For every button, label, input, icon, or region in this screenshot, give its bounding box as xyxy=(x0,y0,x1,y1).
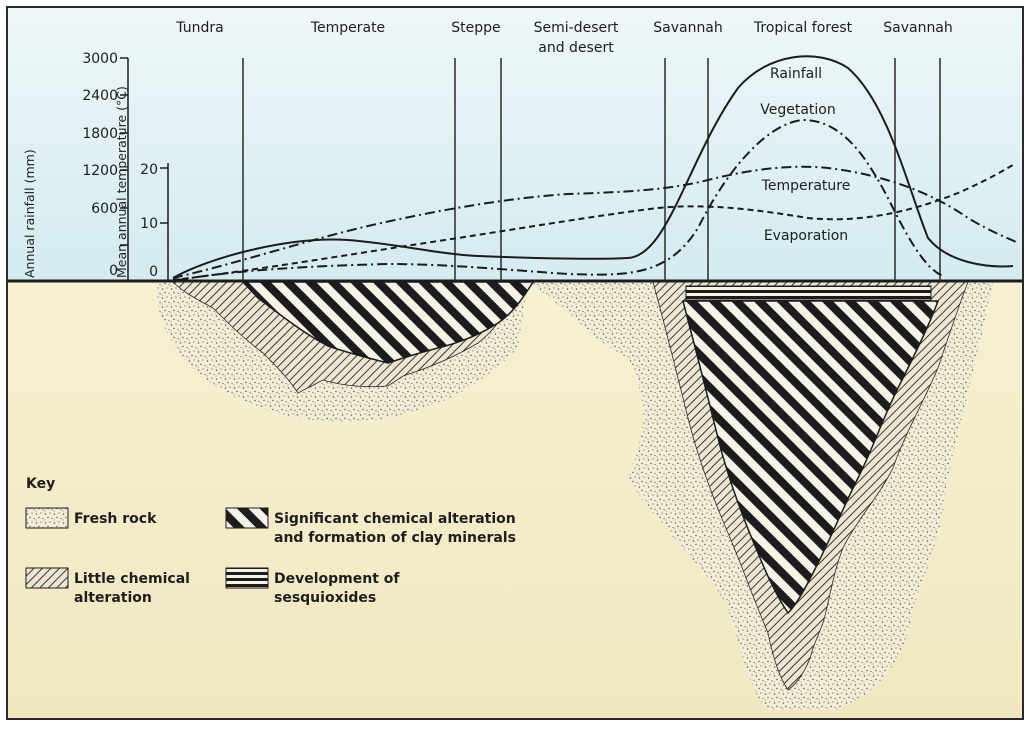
zone-label-tropical-forest: Tropical forest xyxy=(753,20,853,36)
evaporation-curve xyxy=(172,162,1017,281)
temperature-curve-label: Temperature xyxy=(761,178,851,194)
zone-label-steppe: Steppe xyxy=(451,20,500,36)
zone-labels: Tundra Temperate Steppe Semi-desert and … xyxy=(175,20,952,56)
zone-label-savannah-right: Savannah xyxy=(883,20,953,36)
sesquioxides-label-line2: sesquioxides xyxy=(274,590,376,606)
rainfall-tick: 2400 xyxy=(82,88,118,104)
rainfall-tick: 600 xyxy=(91,201,118,217)
sesquioxides-swatch xyxy=(225,567,269,589)
little-alteration-swatch xyxy=(25,567,69,589)
key-title: Key xyxy=(26,476,55,492)
little-alteration-label-line2: alteration xyxy=(74,590,152,606)
vegetation-curve xyxy=(177,118,944,281)
rainfall-axis xyxy=(120,57,129,281)
zone-boundaries xyxy=(242,58,941,281)
sky-background xyxy=(8,8,1022,280)
temperature-curve xyxy=(172,165,1017,279)
zone-label-temperate: Temperate xyxy=(310,20,385,36)
rainfall-tick: 3000 xyxy=(82,51,118,67)
rainfall-tick: 1800 xyxy=(82,126,118,142)
sesquioxides-layer xyxy=(685,285,932,301)
temperature-tick: 0 xyxy=(149,264,158,280)
sesquioxides-label-line1: Development of xyxy=(274,571,400,587)
fresh-rock-label: Fresh rock xyxy=(74,511,157,527)
diagram-frame: Tundra Temperate Steppe Semi-desert and … xyxy=(6,6,1024,720)
rainfall-tick: 0 xyxy=(109,263,118,279)
evaporation-curve-label: Evaporation xyxy=(764,228,848,244)
temperature-tick: 10 xyxy=(140,216,158,232)
zone-label-tundra: Tundra xyxy=(175,20,223,36)
vegetation-curve-label: Vegetation xyxy=(760,102,836,118)
significant-alteration-right xyxy=(682,300,940,615)
temperature-tick: 20 xyxy=(140,162,158,178)
rainfall-tick: 1200 xyxy=(82,163,118,179)
significant-alteration-label-line2: and formation of clay minerals xyxy=(274,530,516,546)
significant-alteration-left xyxy=(241,281,535,364)
temperature-axis xyxy=(160,163,169,281)
fresh-rock-swatch xyxy=(25,507,69,529)
zone-label-savannah-left: Savannah xyxy=(653,20,723,36)
weathering-profile-diagram: Tundra Temperate Steppe Semi-desert and … xyxy=(8,8,1022,718)
rainfall-axis-title: Annual rainfall (mm) xyxy=(22,149,37,278)
little-alteration-label-line1: Little chemical xyxy=(74,571,190,587)
zone-label-semi-desert-line2: and desert xyxy=(538,40,614,56)
rainfall-curve-label: Rainfall xyxy=(770,66,822,82)
temperature-axis-title: Mean annual temperature (°C) xyxy=(114,86,129,278)
rainfall-tick-labels: 3000 2400 1800 1200 600 0 xyxy=(82,51,118,279)
zone-label-semi-desert: Semi-desert xyxy=(534,20,619,36)
legend-key: Key Fresh rock Little chemical alteratio… xyxy=(25,476,516,606)
significant-alteration-swatch xyxy=(225,507,269,529)
temperature-tick-labels: 20 10 0 xyxy=(140,162,158,280)
rainfall-curve xyxy=(172,55,1014,279)
significant-alteration-label-line1: Significant chemical alteration xyxy=(274,511,516,527)
